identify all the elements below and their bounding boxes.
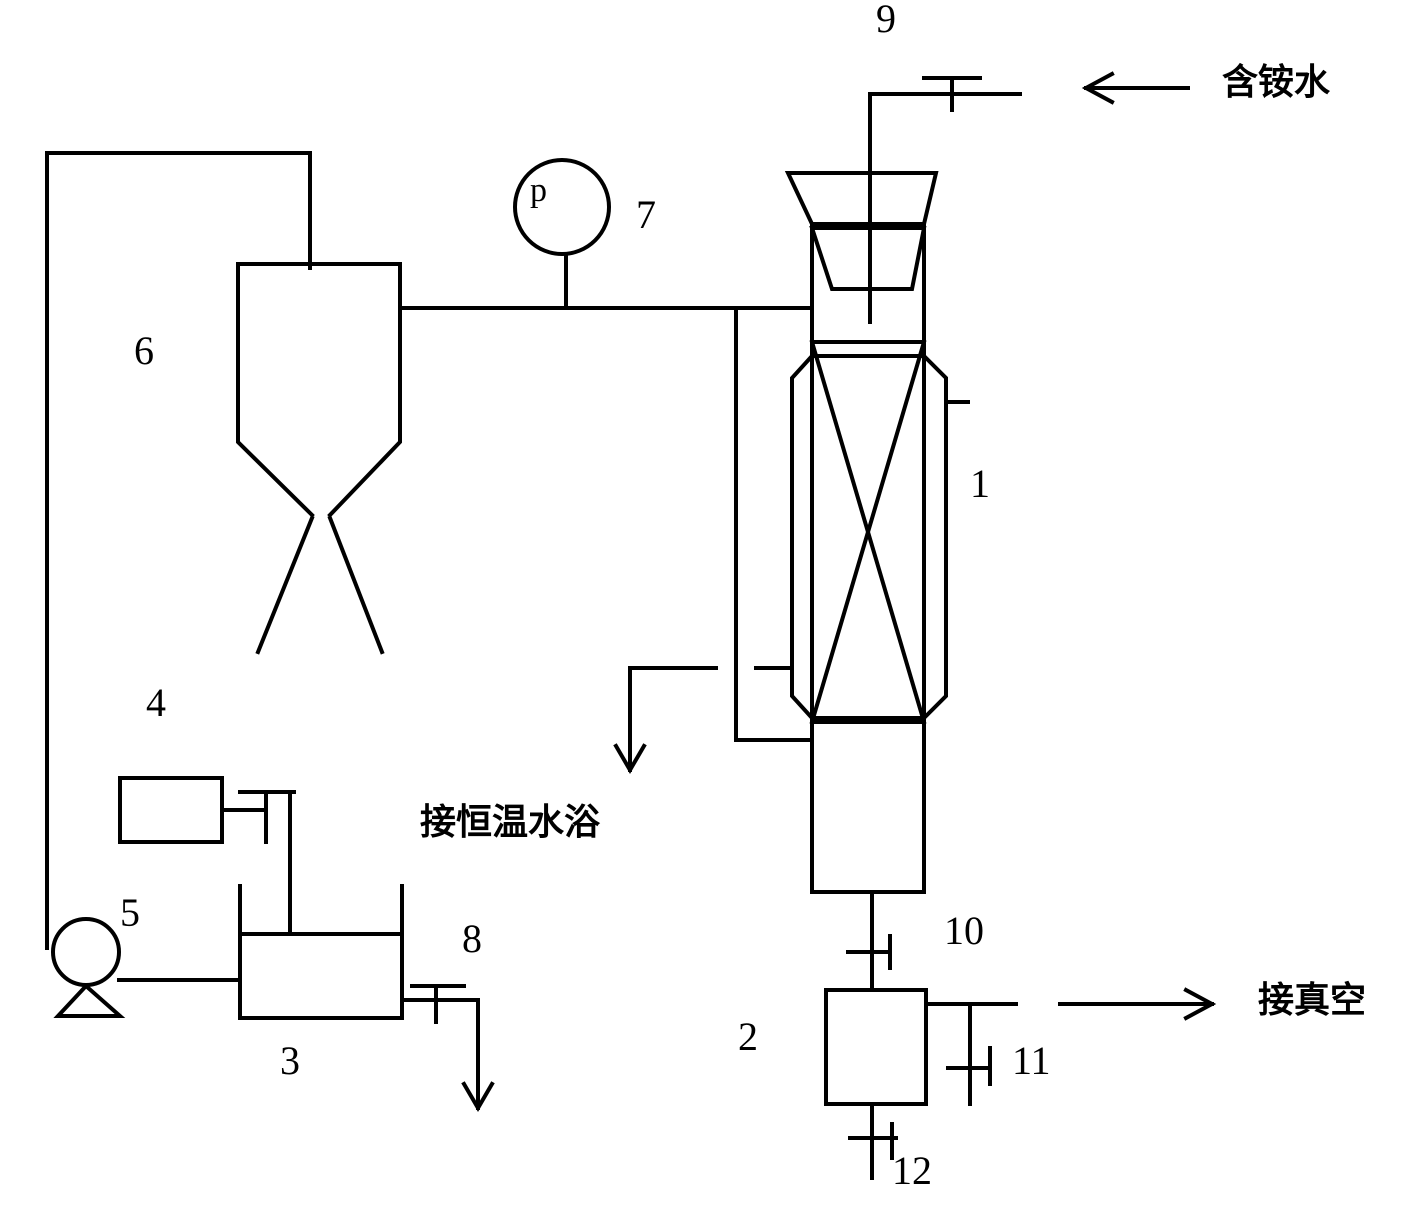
label-column-1: 1 (970, 461, 990, 506)
column-packed-section (809, 339, 927, 725)
vacuum-arrow-icon (1058, 987, 1217, 1021)
label-valve-10: 10 (944, 908, 984, 953)
annotation-inlet: 含铵水 (1222, 62, 1331, 103)
label-pump-5: 5 (120, 890, 140, 935)
column-bottom-section (810, 720, 926, 894)
label-gauge-7: 7 (636, 192, 656, 237)
pressure-gauge-symbol: p (530, 172, 547, 209)
label-valve-8: 8 (462, 916, 482, 961)
inlet-line (868, 76, 1022, 324)
column-jacket (754, 354, 970, 720)
annotation-vacuum: 接真空 (1258, 980, 1366, 1021)
absorption-tank (238, 884, 495, 1112)
vacuum-line (398, 252, 814, 742)
label-tank-4: 4 (146, 680, 166, 725)
reagent-tank (118, 776, 296, 936)
recirculation-line (45, 151, 312, 950)
label-valve-12: 12 (892, 1148, 932, 1193)
separator-vessel (236, 262, 402, 655)
annotation-water-bath: 接恒温水浴 (420, 802, 601, 843)
label-vessel-6: 6 (134, 328, 154, 373)
label-tank-3: 3 (280, 1038, 300, 1083)
drain-valve-12 (848, 1102, 898, 1180)
valve-10 (846, 890, 892, 992)
collection-vessel (824, 988, 928, 1106)
label-valve-11: 11 (1012, 1038, 1051, 1083)
column-top-section (784, 171, 939, 344)
inlet-arrow-icon (1081, 71, 1190, 105)
label-inlet-9: 9 (876, 0, 896, 41)
vacuum-outlet (924, 1002, 1018, 1106)
label-vessel-2: 2 (738, 1014, 758, 1059)
pressure-gauge: p (513, 158, 611, 256)
pump-icon (51, 917, 242, 1018)
water-bath-line (613, 666, 718, 774)
